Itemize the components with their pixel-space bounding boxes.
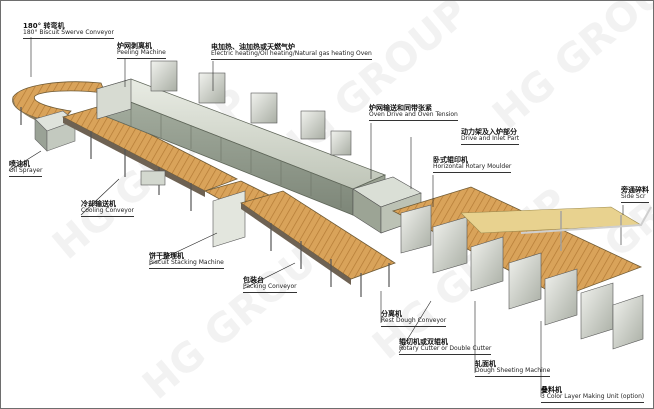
rest-dough-label-cn: 分离机: [381, 310, 402, 318]
rotary-moulder-label-cn: 卧式辊印机: [433, 156, 468, 164]
rest-dough-label-en: Rest Dough Conveyor: [381, 318, 447, 327]
label-peeling-machine: 炉网剥离机 Peeling Machine: [117, 42, 166, 59]
rotary-cutter-label-cn: 辊切机或双辊机: [399, 338, 448, 346]
drive-inlet-label-cn: 动力架及入炉部分: [461, 128, 517, 136]
label-oil-sprayer: 喷油机 Oil Sprayer: [9, 160, 43, 177]
label-oven: 电加热、油加热或天燃气炉 Electric heating/Oil heatin…: [211, 43, 372, 60]
oil-sprayer-label-cn: 喷油机: [9, 160, 30, 168]
peeling-label-cn: 炉网剥离机: [117, 42, 152, 50]
sheeting-label-cn: 轧面机: [475, 360, 496, 368]
label-swerve-conveyor: 180° 转弯机 180° Biscuit Swerve Conveyor: [23, 22, 114, 39]
label-cooling-conveyor: 冷却输送机 Cooling Conveyor: [81, 200, 134, 217]
oven-drive-label-en: Oven Drive and Oven Tension: [369, 112, 458, 121]
label-sheeting-machine: 轧面机 Dough Sheeting Machine: [475, 360, 551, 377]
leader-lines: [8, 37, 624, 397]
swerve-label-cn: 180° 转弯机: [23, 22, 65, 30]
label-rotary-moulder: 卧式辊印机 Horizontal Rotary Moulder: [433, 156, 512, 173]
label-drive-inlet: 动力架及入炉部分 Drive and Inlet Part: [461, 128, 520, 145]
sheeting-label-en: Dough Sheeting Machine: [475, 368, 551, 377]
oven-label-cn: 电加热、油加热或天燃气炉: [211, 43, 295, 51]
forming-line: [391, 186, 652, 350]
drive-inlet-label-en: Drive and Inlet Part: [461, 136, 520, 145]
stacking-label-en: Biscuit Stacking Machine: [149, 260, 224, 269]
oven-drive-label-cn: 炉网输送和同带张紧: [369, 104, 432, 112]
side-scrap-label-cn: 旁通碎料: [621, 186, 649, 194]
laminator-label-en: 3 Color Layer Making Unit (option): [541, 394, 645, 403]
rotary-moulder-label-en: Horizontal Rotary Moulder: [433, 164, 512, 173]
label-stacking-machine: 饼干整理机 Biscuit Stacking Machine: [149, 252, 224, 269]
oil-sprayer-label-en: Oil Sprayer: [9, 168, 43, 177]
cooling-label-en: Cooling Conveyor: [81, 208, 134, 217]
oven-label-en: Electric heating/Oil heating/Natural gas…: [211, 51, 372, 60]
cooling-conveyor: [61, 106, 238, 211]
peeling-label-en: Peeling Machine: [117, 50, 166, 59]
cooling-label-cn: 冷却输送机: [81, 200, 116, 208]
stacking-and-packing: [203, 180, 396, 297]
laminator-label-cn: 叠料机: [541, 386, 562, 394]
swerve-label-en: 180° Biscuit Swerve Conveyor: [23, 30, 114, 39]
stacking-label-cn: 饼干整理机: [149, 252, 184, 260]
packing-label-cn: 包装台: [243, 276, 264, 284]
label-laminator: 叠料机 3 Color Layer Making Unit (option): [541, 386, 645, 403]
packing-label-en: Packing Conveyor: [243, 284, 297, 293]
rotary-cutter-label-en: Rotary Cutter or Double Cutter: [399, 346, 492, 355]
side-scrap-label-en: Side Scr: [621, 194, 649, 203]
label-rest-dough: 分离机 Rest Dough Conveyor: [381, 310, 447, 327]
label-oven-drive: 炉网输送和同带张紧 Oven Drive and Oven Tension: [369, 104, 458, 121]
label-side-scrap: 旁通碎料 Side Scr: [621, 186, 649, 203]
label-rotary-cutter: 辊切机或双辊机 Rotary Cutter or Double Cutter: [399, 338, 492, 355]
label-packing-conveyor: 包装台 Packing Conveyor: [243, 276, 297, 293]
